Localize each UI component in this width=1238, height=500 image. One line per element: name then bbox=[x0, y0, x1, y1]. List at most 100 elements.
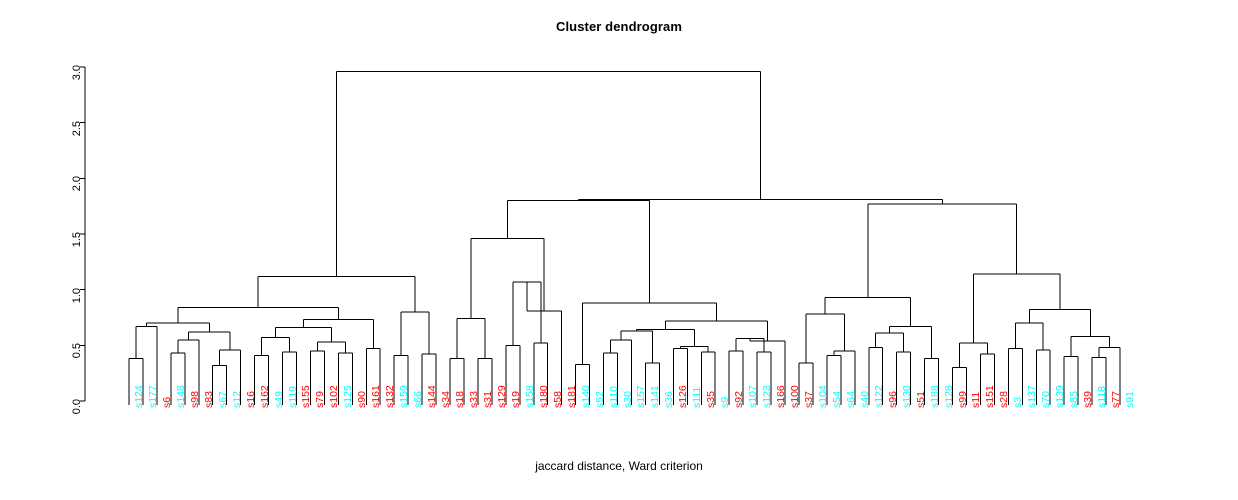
leaf-label: s99 bbox=[956, 391, 969, 408]
dendrogram-merge bbox=[665, 320, 769, 341]
leaf-label: s181 bbox=[565, 385, 578, 408]
leaf-label: s70 bbox=[1040, 391, 1053, 408]
leaf-label: s130 bbox=[900, 385, 913, 408]
leaf-label: s148 bbox=[174, 385, 187, 408]
dendrogram-merge bbox=[336, 70, 761, 277]
leaf-label: s123 bbox=[761, 385, 774, 408]
leaf-label: s151 bbox=[984, 385, 997, 408]
dendrogram-merge bbox=[145, 322, 210, 332]
leaf-label: s11 bbox=[970, 391, 983, 408]
leaf-label: s35 bbox=[705, 391, 718, 408]
leaf-label: s166 bbox=[775, 385, 788, 408]
leaf-label: s100 bbox=[789, 385, 801, 408]
leaf-label: s102 bbox=[328, 385, 341, 408]
y-axis-tick-label: 0.5 bbox=[71, 343, 83, 359]
dendrogram-merge bbox=[867, 203, 1018, 298]
leaf-label: s30 bbox=[621, 391, 634, 408]
leaf-label: s58 bbox=[551, 391, 564, 408]
leaf-label: s33 bbox=[467, 391, 480, 408]
dendrogram-merge bbox=[1070, 335, 1111, 357]
leaf-label: s92 bbox=[733, 391, 746, 408]
dendrogram-merge bbox=[400, 311, 430, 356]
leaf-label: s129 bbox=[495, 385, 508, 408]
leaf-label: s40 bbox=[858, 391, 871, 408]
leaf-label: s90 bbox=[356, 391, 369, 408]
leaf-label: s66 bbox=[412, 391, 425, 408]
y-axis-tick-label: 2.5 bbox=[71, 120, 83, 136]
leaf-label: s49 bbox=[272, 391, 285, 408]
y-axis-tick-label: 0.0 bbox=[71, 399, 83, 415]
dendrogram-merge bbox=[177, 306, 339, 324]
leaf-label: s6 bbox=[160, 396, 173, 408]
leaf-label: s54 bbox=[830, 391, 843, 408]
dendrogram-tree bbox=[128, 70, 1121, 401]
y-axis-tick-label: 1.5 bbox=[71, 232, 83, 248]
leaf-label: s36 bbox=[663, 391, 676, 408]
dendrogram-merge bbox=[187, 331, 231, 350]
dendrogram-merge bbox=[1007, 348, 1023, 401]
leaf-label: s9 bbox=[719, 396, 732, 408]
leaf-label: s64 bbox=[844, 391, 857, 408]
leaf-label: s125 bbox=[342, 385, 355, 408]
leaf-label: s110 bbox=[607, 386, 620, 408]
x-axis-caption: jaccard distance, Ward criterion bbox=[535, 459, 703, 473]
page-title: Cluster dendrogram bbox=[555, 19, 683, 34]
y-axis-tick-label: 2.0 bbox=[71, 176, 83, 192]
dendrogram-merge bbox=[470, 237, 545, 319]
leaf-label: s18 bbox=[454, 391, 467, 408]
y-axis-tick-label: 1.0 bbox=[71, 287, 83, 303]
leaf-label: s37 bbox=[802, 391, 815, 408]
leaf-label: s83 bbox=[202, 391, 215, 408]
leaf-label: s104 bbox=[816, 385, 829, 408]
leaf-label: s126 bbox=[677, 385, 690, 408]
leaf-label: s107 bbox=[747, 385, 760, 408]
leaf-label: s85 bbox=[1068, 391, 1081, 408]
leaf-label: s132 bbox=[384, 385, 397, 408]
leaf-label: s19 bbox=[509, 391, 522, 408]
leaf-label: s3 bbox=[1012, 396, 1025, 408]
leaf-label: s12 bbox=[230, 391, 243, 408]
leaf-label: s158 bbox=[523, 385, 536, 408]
leaf-label: s34 bbox=[440, 391, 453, 408]
leaf-label: s155 bbox=[300, 385, 313, 408]
leaf-label: s128 bbox=[942, 385, 955, 408]
dendrogram-merge bbox=[302, 319, 374, 349]
leaf-label: s119 bbox=[286, 386, 299, 408]
leaf-label: s91 bbox=[1124, 391, 1136, 408]
leaf-label: s159 bbox=[398, 385, 411, 408]
leaf-label: s137 bbox=[1026, 385, 1039, 408]
dendrogram-merge bbox=[257, 275, 416, 312]
leaf-label: s96 bbox=[886, 391, 899, 408]
dendrogram-merge bbox=[582, 302, 718, 365]
dendrogram-merge bbox=[958, 342, 988, 368]
leaf-label: s39 bbox=[1082, 391, 1095, 408]
dendrogram-merge bbox=[275, 327, 332, 342]
leaf-label: s188 bbox=[928, 385, 941, 408]
leaf-label: s77 bbox=[1110, 391, 1123, 408]
leaf-label: s162 bbox=[258, 385, 271, 408]
leaf-label: s16 bbox=[244, 391, 257, 408]
leaf-label: s98 bbox=[188, 391, 201, 408]
leaf-label: s177 bbox=[146, 385, 159, 408]
leaf-label: s51 bbox=[914, 391, 927, 408]
leaf-label: s31 bbox=[481, 391, 494, 408]
dendrogram-merge bbox=[261, 337, 291, 356]
dendrogram-merge bbox=[972, 273, 1061, 344]
leaf-label: s141 bbox=[649, 385, 662, 408]
leaf-label: s161 bbox=[370, 385, 383, 408]
dendrogram-merge bbox=[824, 296, 912, 327]
dendrogram-merge bbox=[507, 200, 651, 304]
dendrogram-merge bbox=[636, 329, 695, 347]
leaf-label: s124 bbox=[133, 385, 145, 408]
leaf-label: s122 bbox=[872, 385, 885, 408]
leaf-label: s157 bbox=[635, 385, 648, 408]
leaf-label: s67 bbox=[216, 391, 229, 408]
leaf-label: s52 bbox=[593, 391, 606, 408]
dendrogram-merge bbox=[620, 330, 653, 364]
leaf-label: s140 bbox=[579, 385, 592, 408]
dendrogram-merge bbox=[679, 345, 709, 353]
leaf-label: s139 bbox=[1054, 385, 1067, 408]
y-axis-tick-label: 3.0 bbox=[71, 65, 83, 81]
